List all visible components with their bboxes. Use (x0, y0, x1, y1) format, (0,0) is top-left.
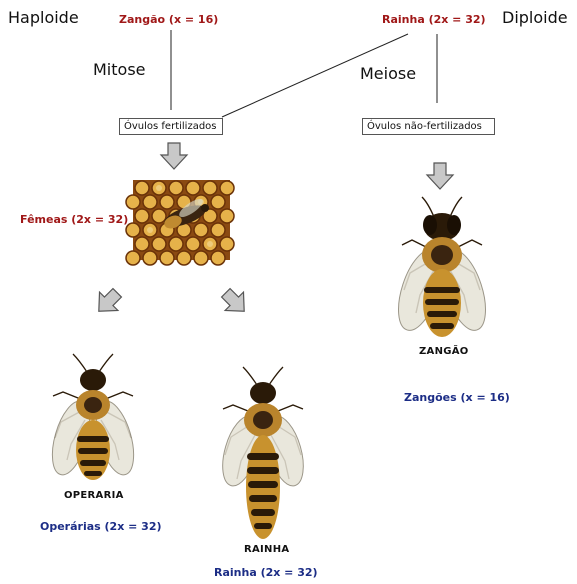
femeas-label: Fêmeas (2x = 32) (20, 213, 128, 226)
down-left-arrow-icon (94, 288, 122, 316)
unfertilized-eggs-box: Óvulos não-fertilizados (362, 118, 495, 135)
zangao-bee-image (392, 195, 492, 350)
zangao-caption: ZANGÃO (419, 346, 469, 357)
mitose-label: Mitose (93, 60, 146, 79)
rainha-caption: RAINHA (244, 544, 289, 555)
zangoes-label: Zangões (x = 16) (404, 391, 510, 404)
down-arrow-icon (160, 142, 188, 170)
fertilized-eggs-box: Óvulos fertilizados (119, 118, 223, 135)
operarias-label: Operárias (2x = 32) (40, 520, 162, 533)
rainha-bottom-label: Rainha (2x = 32) (214, 566, 318, 579)
zangao-top-label: Zangão (x = 16) (119, 13, 218, 26)
honeycomb-image (133, 180, 230, 260)
down-arrow-icon (426, 162, 454, 190)
meiose-label: Meiose (360, 64, 416, 83)
operaria-bee-image (45, 352, 140, 492)
down-right-arrow-icon (221, 288, 249, 316)
diploide-label: Diploide (502, 8, 568, 27)
rainha-bee-image (213, 365, 313, 547)
operaria-caption: OPERARIA (64, 490, 124, 501)
rainha-top-label: Rainha (2x = 32) (382, 13, 486, 26)
haploide-label: Haploide (8, 8, 79, 27)
